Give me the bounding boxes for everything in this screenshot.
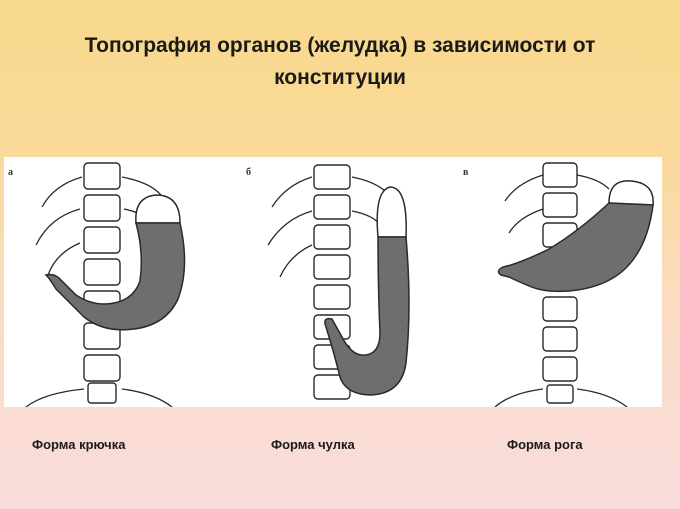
ribs-a <box>25 176 173 407</box>
slide-title-line-1: Топография органов (желудка) в зависимос… <box>84 34 596 57</box>
panel-letter-b: б <box>246 167 251 178</box>
caption-hook: Форма крючка <box>32 437 126 452</box>
caption-horn: Форма рога <box>507 437 583 452</box>
panel-hook-shape: а <box>4 157 224 407</box>
slide-title: Топография органов (желудка) в зависимос… <box>0 30 680 94</box>
panel-horn-shape: в <box>459 157 662 407</box>
panel-letter-a: а <box>8 167 13 178</box>
caption-stocking: Форма чулка <box>271 437 355 452</box>
spine-a <box>83 162 121 404</box>
horn-stomach-gas-bubble <box>608 180 654 206</box>
stocking-stomach-drawing <box>267 164 410 400</box>
hook-stomach-gas-bubble <box>135 194 181 224</box>
hook-stomach-body <box>44 222 186 331</box>
stomach-shapes-figure: а б <box>4 157 662 407</box>
hook-stomach-drawing <box>25 162 186 407</box>
horn-stomach-body <box>497 202 654 293</box>
horn-stomach-drawing <box>494 162 654 407</box>
ribs-c <box>494 174 628 407</box>
panel-letter-c: в <box>463 167 469 178</box>
stocking-stomach-body <box>324 236 410 396</box>
slide-title-line-2: конституции <box>274 66 406 89</box>
stocking-stomach-gas-bubble <box>376 186 407 238</box>
panel-stocking-shape: б <box>242 157 447 407</box>
